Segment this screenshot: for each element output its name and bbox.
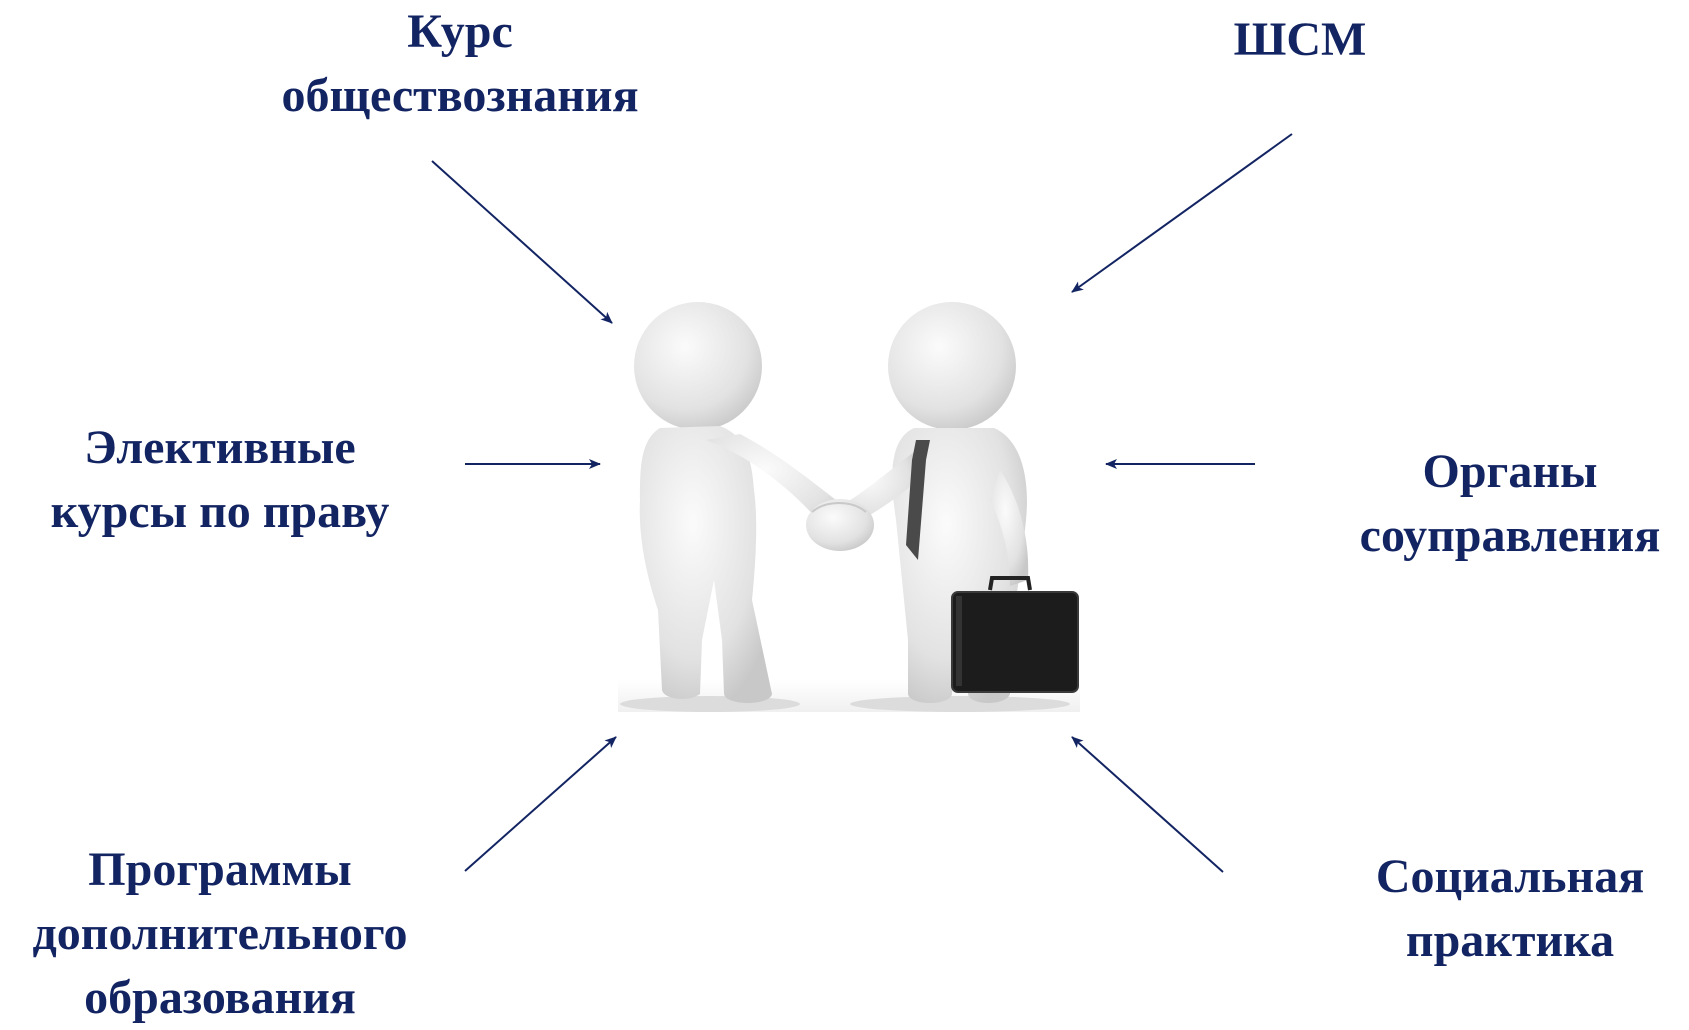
node-programs: Программы дополнительного образования <box>0 838 440 1030</box>
node-course-line-2: обществознания <box>281 69 639 122</box>
node-elective-line-2: курсы по праву <box>50 485 390 538</box>
left-figure <box>634 302 853 703</box>
right-figure-shadow <box>850 696 1070 712</box>
arrow-shsm <box>1071 133 1293 293</box>
node-course: Курс обществознания <box>260 0 660 128</box>
node-shsm: ШСМ <box>1180 8 1420 72</box>
briefcase <box>951 576 1079 693</box>
node-shsm-line-1: ШСМ <box>1233 13 1367 66</box>
node-programs-line-1: Программы <box>88 843 352 896</box>
node-course-line-1: Курс <box>407 5 513 58</box>
node-programs-line-2: дополнительного <box>32 907 408 960</box>
node-practice-line-1: Социальная <box>1375 850 1645 903</box>
left-figure-shadow <box>620 696 800 712</box>
arrow-practice <box>1071 736 1224 873</box>
node-elective: Элективные курсы по праву <box>20 416 420 544</box>
node-organs-line-1: Органы <box>1422 445 1598 498</box>
tie <box>906 440 930 560</box>
node-elective-line-1: Элективные <box>84 421 356 474</box>
node-programs-line-3: образования <box>84 971 356 1024</box>
node-practice: Социальная практика <box>1340 845 1680 973</box>
arrow-programs <box>464 736 617 872</box>
handshake <box>806 499 874 551</box>
node-organs: Органы соуправления <box>1330 440 1689 568</box>
node-organs-line-2: соуправления <box>1359 509 1661 562</box>
arrow-course <box>431 160 613 324</box>
node-practice-line-2: практика <box>1405 914 1615 967</box>
